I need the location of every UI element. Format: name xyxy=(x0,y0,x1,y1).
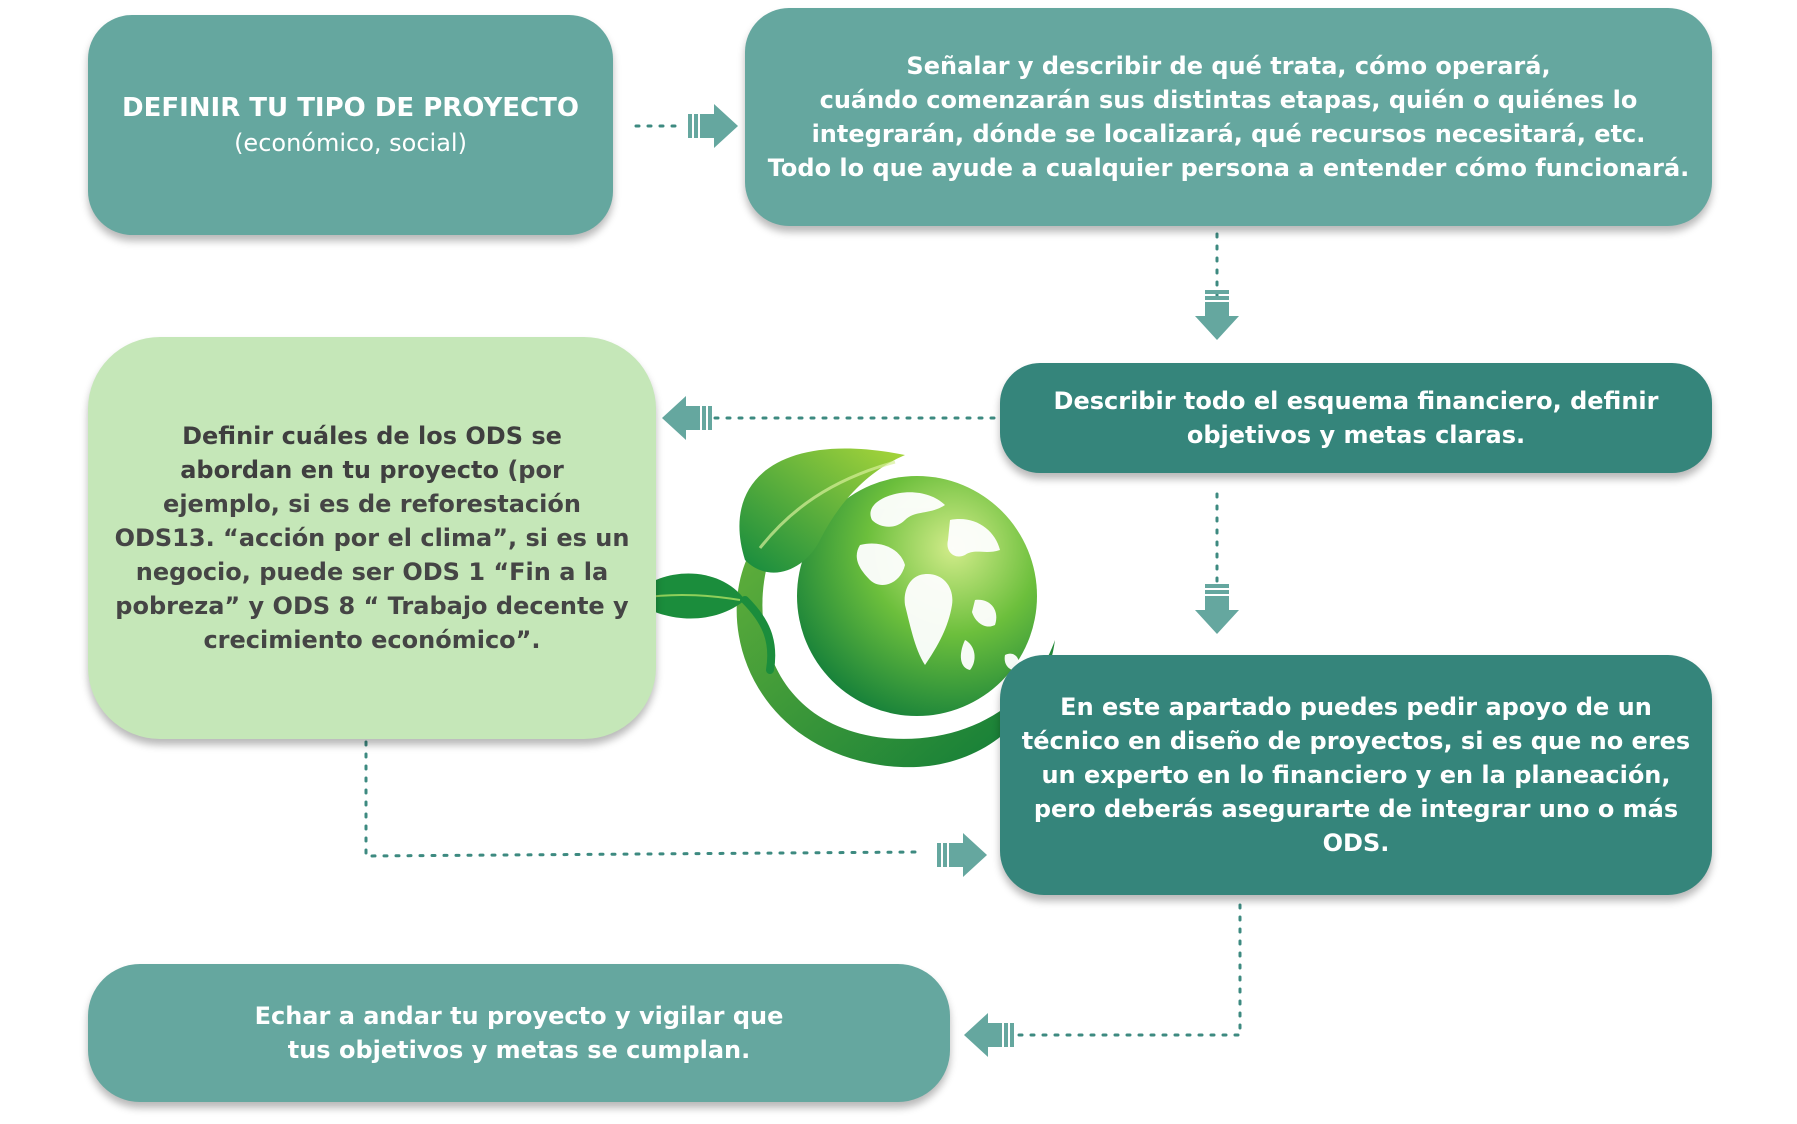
ods-line: ejemplo, si es de reforestación xyxy=(163,490,581,518)
describe-line: Señalar y describir de qué trata, cómo o… xyxy=(906,52,1551,80)
support-line: En este apartado puedes pedir apoyo de u… xyxy=(1060,693,1652,721)
box-define-ods: Definir cuáles de los ODS se abordan en … xyxy=(88,337,656,739)
describe-line: cuándo comenzarán sus distintas etapas, … xyxy=(819,86,1638,114)
launch-line: Echar a andar tu proyecto y vigilar que xyxy=(254,1002,784,1030)
ods-line: negocio, puede ser ODS 1 “Fin a la xyxy=(135,558,609,586)
box-launch-project: Echar a andar tu proyecto y vigilar que … xyxy=(88,964,950,1102)
ods-bold-tail: (por xyxy=(498,456,564,484)
project-type-title: DEFINIR TU TIPO DE PROYECTO xyxy=(122,93,579,123)
support-line: pero deberás asegurarte de integrar uno … xyxy=(1033,795,1679,823)
box-project-type: DEFINIR TU TIPO DE PROYECTO (económico, … xyxy=(88,15,613,235)
box-technical-support: En este apartado puedes pedir apoyo de u… xyxy=(1000,655,1712,895)
financial-line: Describir todo el esquema financiero, de… xyxy=(1053,387,1659,415)
describe-line: Todo lo que ayude a cualquier persona a … xyxy=(767,154,1690,182)
support-line: un experto en lo financiero y en la plan… xyxy=(1041,761,1671,789)
ods-line: pobreza” y ODS 8 “ Trabajo decente y xyxy=(115,592,629,620)
box-financial-scheme: Describir todo el esquema financiero, de… xyxy=(1000,363,1712,473)
financial-line: objetivos y metas claras. xyxy=(1186,421,1526,449)
connector-4-5 xyxy=(364,740,922,858)
ods-bold-line: Definir cuáles de los ODS se xyxy=(182,422,562,450)
box-describe-project: Señalar y describir de qué trata, cómo o… xyxy=(745,8,1712,226)
ods-bold-line: abordan en tu proyecto xyxy=(180,456,499,484)
ods-line: crecimiento económico”. xyxy=(203,626,541,654)
ods-line: ODS13. “acción por el clima”, si es un xyxy=(114,524,630,552)
describe-line: integrarán, dónde se localizará, qué rec… xyxy=(811,120,1646,148)
launch-line: tus objetivos y metas se cumplan. xyxy=(287,1036,751,1064)
support-line: técnico en diseño de proyectos, si es qu… xyxy=(1021,727,1691,755)
support-line: ODS. xyxy=(1322,829,1390,857)
project-type-subtitle: (económico, social) xyxy=(234,129,467,157)
